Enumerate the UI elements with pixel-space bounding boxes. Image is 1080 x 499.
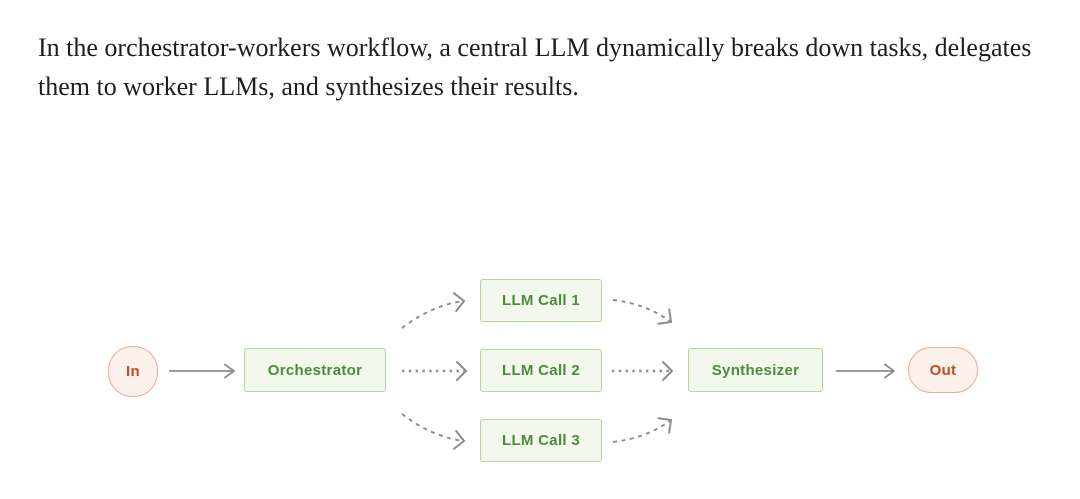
node-llm-call-2: LLM Call 2: [480, 349, 602, 392]
edge-orchestrator-llm3: [401, 413, 466, 450]
node-in: In: [108, 346, 158, 397]
node-in-label: In: [126, 363, 140, 380]
node-llm-call-1: LLM Call 1: [480, 279, 602, 322]
node-llm-call-2-label: LLM Call 2: [501, 362, 580, 379]
edge-llm1-synthesizer: [612, 299, 673, 325]
node-orchestrator-label: Orchestrator: [267, 361, 363, 379]
node-out-label: Out: [929, 361, 957, 379]
edge-llm3-synthesizer: [612, 417, 673, 443]
node-llm-call-3: LLM Call 3: [480, 419, 602, 462]
edge-orchestrator-llm1: [401, 292, 466, 329]
node-llm-call-3-label: LLM Call 3: [501, 432, 580, 449]
node-orchestrator: Orchestrator: [244, 348, 386, 392]
node-out: Out: [908, 347, 978, 393]
workflow-description-text: In the orchestrator-workers workflow, a …: [38, 33, 1032, 101]
node-synthesizer-label: Synthesizer: [711, 361, 800, 379]
node-synthesizer: Synthesizer: [688, 348, 823, 392]
node-llm-call-1-label: LLM Call 1: [501, 292, 580, 309]
